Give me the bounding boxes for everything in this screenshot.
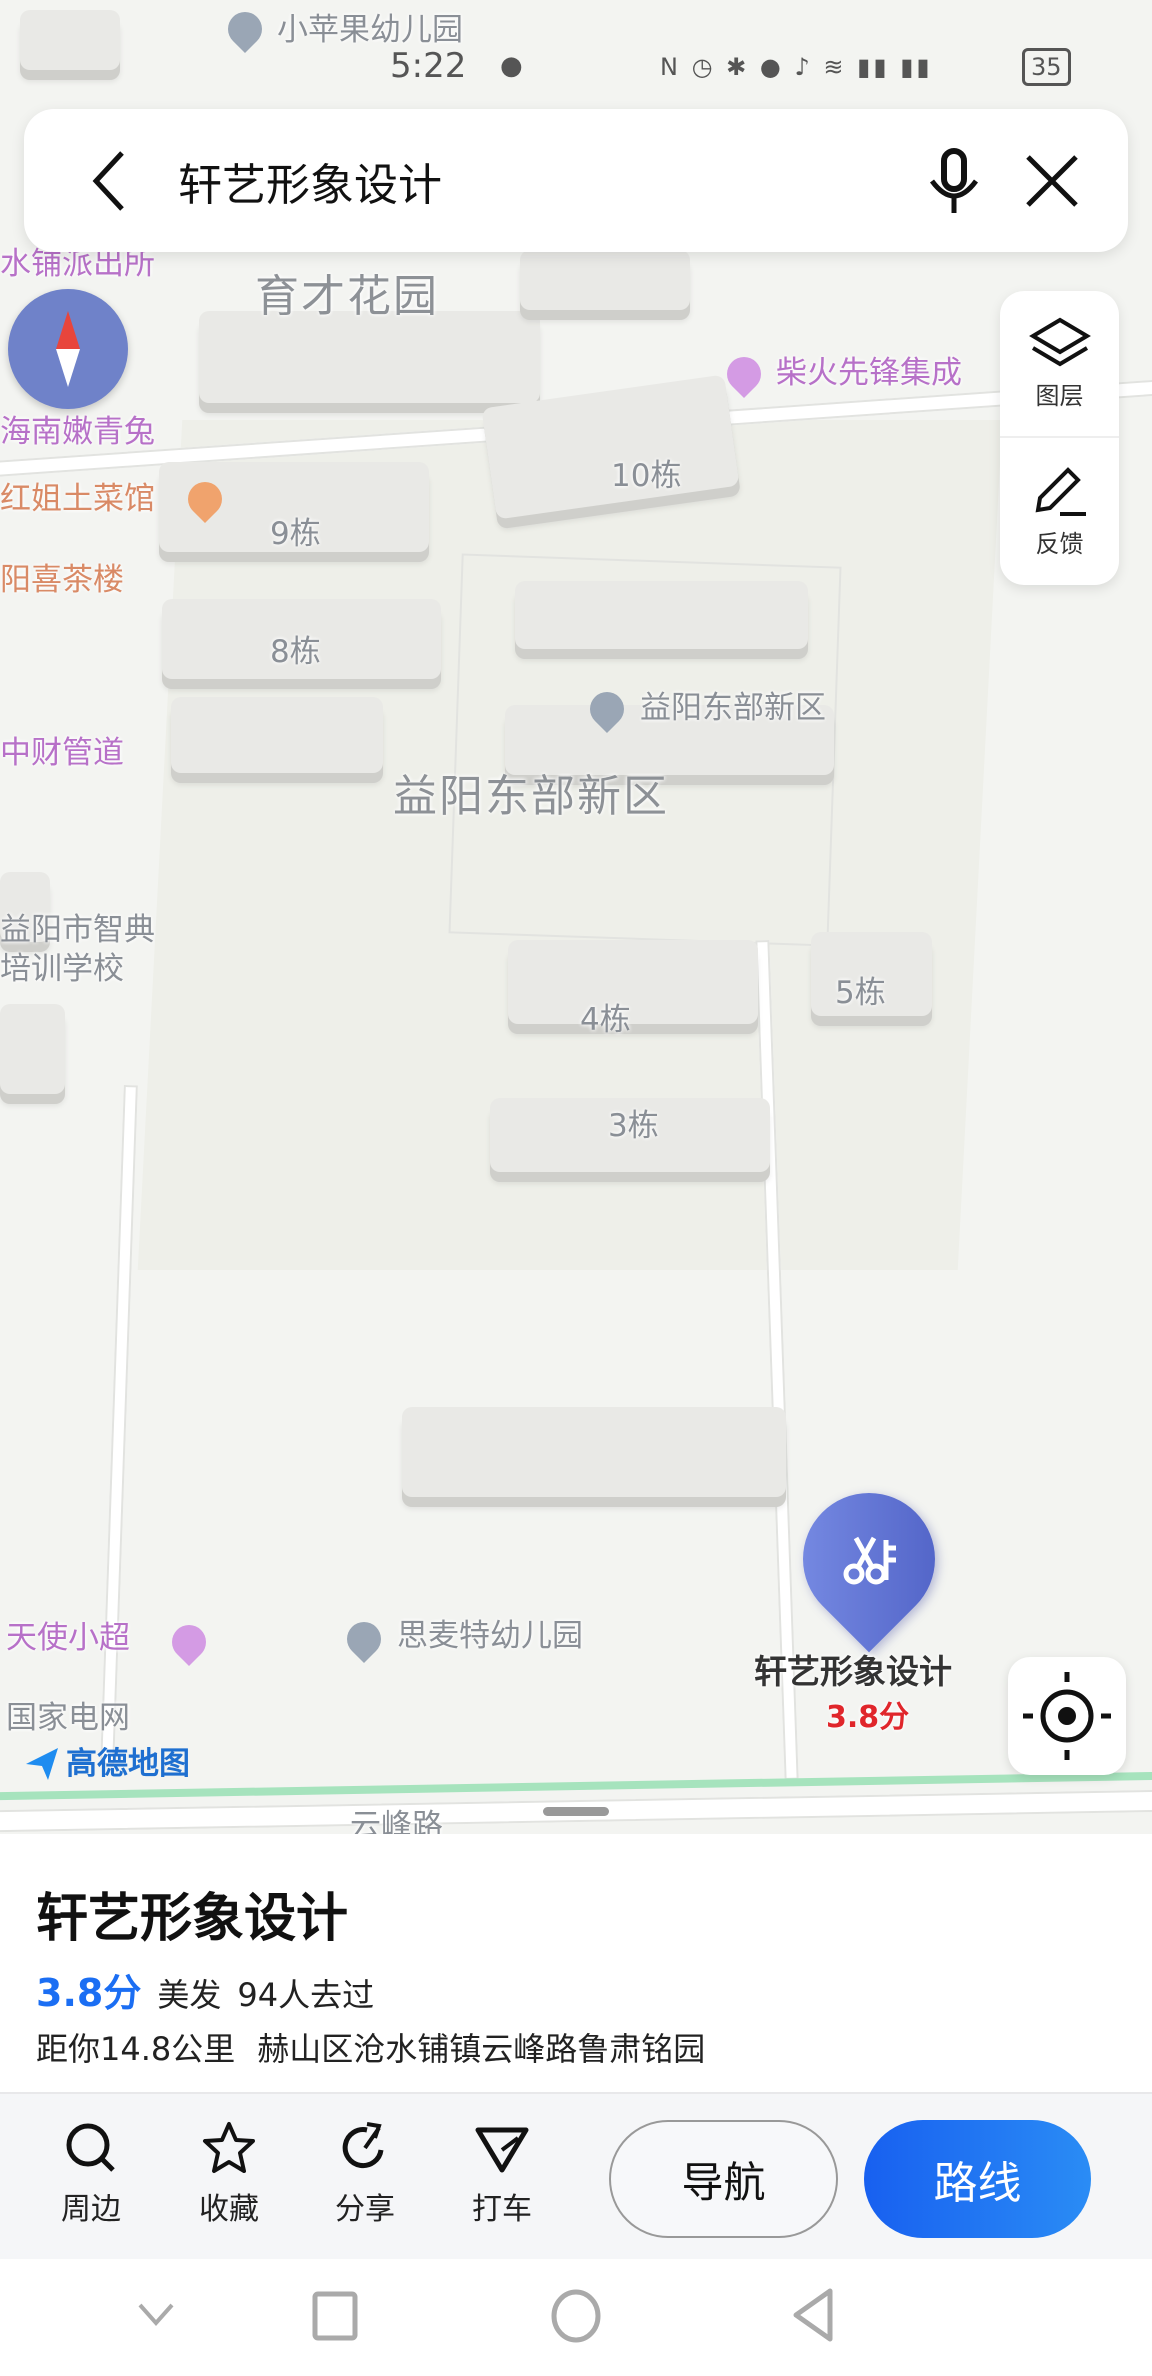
poi-label[interactable]: 海南嫩青兔 [0, 414, 155, 450]
feedback-button[interactable]: 反馈 [1000, 438, 1119, 585]
place-address[interactable]: 赫山区沧水铺镇云峰路鲁肃铭园 [257, 2030, 706, 2068]
shop-pin-icon[interactable] [719, 349, 769, 399]
microphone-icon[interactable] [924, 147, 984, 217]
action-bar: 周边 收藏 分享 打车 导航 路线 [0, 2092, 1152, 2259]
building-label: 8栋 [270, 634, 321, 670]
compass-button[interactable] [8, 289, 128, 409]
place-score: 3.8分 [36, 1971, 142, 2015]
building-8 [162, 599, 441, 679]
building [402, 1407, 786, 1497]
marker-score: 3.8分 [826, 1700, 910, 1735]
kindergarten-pin-icon[interactable] [339, 1614, 389, 1664]
system-nav-bar [0, 2259, 1152, 2376]
road [100, 1084, 138, 1766]
building-label: 4栋 [580, 1002, 631, 1038]
poi-label[interactable]: 中财管道 [0, 735, 124, 771]
building [20, 10, 120, 70]
poi-label[interactable]: 国家电网 [6, 1700, 130, 1736]
search-input[interactable]: 轩艺形象设计 [178, 160, 442, 211]
search-icon [66, 2123, 115, 2172]
poi-label[interactable]: 小苹果幼儿园 [277, 12, 463, 48]
building [515, 581, 808, 649]
layers-button[interactable]: 图层 [1000, 291, 1119, 438]
poi-label[interactable]: 水铺派出所 [0, 246, 155, 282]
building [0, 872, 50, 942]
building-4 [508, 940, 758, 1024]
poi-label[interactable]: 阳喜茶楼 [0, 562, 124, 598]
poi-label[interactable]: 培训学校 [0, 951, 124, 987]
poi-label[interactable]: 红姐土菜馆 [0, 481, 155, 517]
collapse-icon[interactable] [136, 2299, 176, 2329]
status-bar: 5:22 ● N ◷ ✱ ● ♪ ≋ ▮▮ ▮▮ 35 [0, 40, 1152, 96]
building-label: 3栋 [608, 1108, 659, 1144]
drag-handle[interactable] [543, 1807, 609, 1816]
place-distance: 距你14.8公里 [36, 2030, 236, 2068]
favorite-button[interactable]: 收藏 [179, 2120, 279, 2228]
share-icon [342, 2122, 384, 2169]
back-icon[interactable] [90, 149, 130, 213]
share-button[interactable]: 分享 [315, 2120, 415, 2228]
building-3 [490, 1098, 770, 1172]
search-bar: 轩艺形象设计 [24, 109, 1128, 252]
building [171, 697, 383, 773]
poi-label[interactable]: 益阳东部新区 [640, 690, 826, 726]
home-icon[interactable] [550, 2289, 602, 2343]
marker-name[interactable]: 轩艺形象设计 [754, 1652, 952, 1691]
recents-icon[interactable] [312, 2291, 358, 2341]
amap-logo: 高德地图 [22, 1744, 190, 1784]
building-label: 10栋 [611, 458, 682, 494]
navigate-button[interactable]: 导航 [609, 2120, 838, 2238]
map-view[interactable]: 10栋 9栋 8栋 4栋 5栋 3栋 小苹果幼儿园 育才花园 水铺派出所 海南嫩… [0, 0, 1152, 1840]
building-label: 9栋 [270, 516, 321, 552]
area-label: 育才花园 [255, 271, 439, 322]
building [0, 1004, 65, 1094]
building [199, 311, 540, 403]
status-time: 5:22 [390, 46, 467, 86]
shop-pin-icon[interactable] [164, 1617, 214, 1667]
status-icons: N ◷ ✱ ● ♪ ≋ ▮▮ ▮▮ [660, 53, 933, 81]
route-button[interactable]: 路线 [864, 2120, 1091, 2238]
building [505, 705, 834, 775]
locate-icon [1023, 1672, 1111, 1760]
locate-button[interactable] [1008, 1657, 1126, 1775]
poi-label[interactable]: 天使小超 [6, 1620, 130, 1656]
edit-icon [1035, 467, 1086, 516]
building [520, 250, 690, 310]
poi-label[interactable]: 思麦特幼儿园 [397, 1618, 583, 1654]
back-nav-icon[interactable] [790, 2287, 836, 2343]
place-visits: 94人去过 [237, 1976, 375, 2014]
building-label: 5栋 [835, 975, 886, 1011]
amap-logo-icon [26, 1748, 58, 1780]
compass-icon [56, 311, 80, 387]
building-5 [811, 932, 932, 1016]
taxi-button[interactable]: 打车 [452, 2120, 552, 2228]
layers-icon [1028, 317, 1091, 367]
area-label: 益阳东部新区 [393, 771, 669, 822]
nearby-button[interactable]: 周边 [41, 2120, 141, 2228]
message-icon: ● [500, 51, 523, 81]
place-title: 轩艺形象设计 [36, 1889, 349, 1949]
taxi-icon [475, 2127, 529, 2173]
battery-icon: 35 [1022, 48, 1071, 86]
poi-label[interactable]: 柴火先锋集成 [776, 355, 962, 391]
place-category: 美发 [157, 1976, 222, 2014]
map-tools-panel: 图层 反馈 [1000, 291, 1119, 585]
poi-label[interactable]: 益阳市智典 [0, 912, 155, 948]
clear-icon[interactable] [1024, 153, 1080, 209]
scissors-icon [843, 1536, 896, 1585]
star-icon [203, 2122, 255, 2173]
